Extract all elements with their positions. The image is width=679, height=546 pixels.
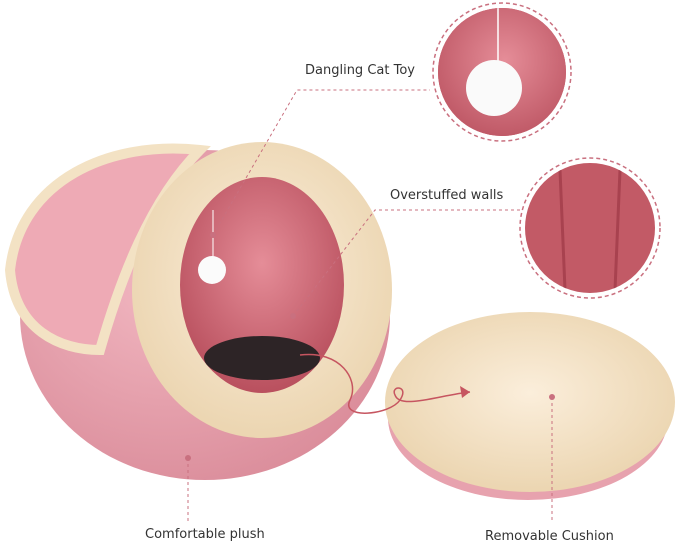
- label-overstuffed-walls: Overstuffed walls: [390, 188, 504, 203]
- cat-bed: [4, 142, 392, 480]
- walls-detail-circle: [519, 157, 661, 299]
- walls-leader-line: [292, 209, 520, 317]
- toy-detail-circle: [432, 2, 572, 142]
- label-comfortable-plush: Comfortable plush: [145, 527, 265, 542]
- arrow-icon: [299, 353, 471, 414]
- label-removable-cushion: Removable Cushion: [485, 529, 614, 544]
- label-dangling-cat-toy: Dangling Cat Toy: [305, 63, 415, 78]
- removable-cushion: [385, 312, 675, 500]
- toy-leader-line: [212, 89, 430, 236]
